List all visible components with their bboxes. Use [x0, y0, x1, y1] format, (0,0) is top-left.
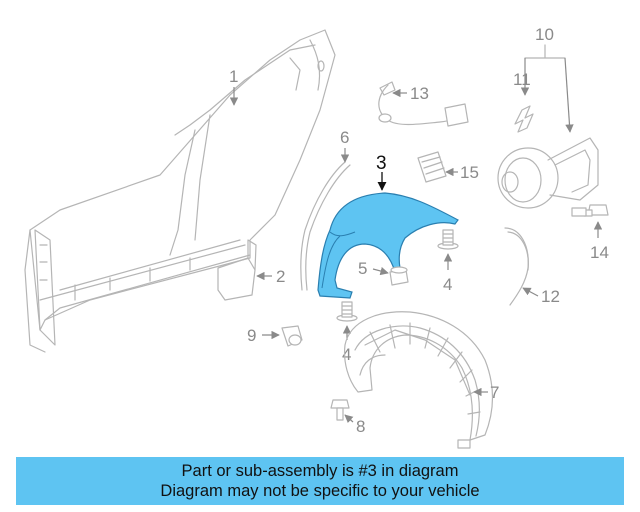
callout-12: 12: [541, 287, 560, 306]
stud-part-4-lower: [336, 301, 358, 322]
clip-part-5: [389, 266, 409, 286]
seal-strip-part-12: [504, 227, 529, 306]
callout-3: 3: [376, 153, 387, 174]
info-banner: Part or sub-assembly is #3 in diagram Di…: [16, 457, 624, 505]
callout-14: 14: [590, 243, 609, 262]
moulding-strip-part-6: [300, 161, 351, 291]
connector-part-15: [417, 151, 447, 183]
callout-15: 15: [460, 163, 479, 182]
parts-diagram: 1 2 6 3 5 4 4: [24, 25, 609, 449]
bracket-part-2: [217, 239, 257, 301]
screw-part-8: [330, 399, 350, 421]
callout-4-upper: 4: [443, 275, 452, 294]
callout-13: 13: [410, 84, 429, 103]
fuel-door-part-10: [497, 44, 599, 209]
callout-6: 6: [340, 128, 349, 147]
wheel-liner-part-7: [343, 311, 494, 449]
callout-7: 7: [490, 383, 499, 402]
banner-line-1: Part or sub-assembly is #3 in diagram: [181, 462, 459, 480]
harness-part-13: [378, 81, 469, 127]
callout-1: 1: [229, 67, 238, 86]
callout-9: 9: [247, 326, 256, 345]
emblem-part-11: [514, 105, 534, 133]
callout-11: 11: [513, 70, 531, 89]
fender-flare-part-3: [317, 192, 459, 299]
callout-10: 10: [535, 25, 554, 44]
callout-2: 2: [276, 267, 285, 286]
stud-part-4-upper: [437, 229, 459, 250]
bolt-part-14: [571, 204, 609, 217]
body-side-panel-part-1: [24, 29, 336, 353]
callout-5: 5: [358, 259, 367, 278]
banner-line-2: Diagram may not be specific to your vehi…: [160, 482, 480, 500]
plug-part-9: [281, 325, 303, 347]
callout-8: 8: [356, 417, 365, 436]
callout-4-lower: 4: [342, 345, 351, 364]
